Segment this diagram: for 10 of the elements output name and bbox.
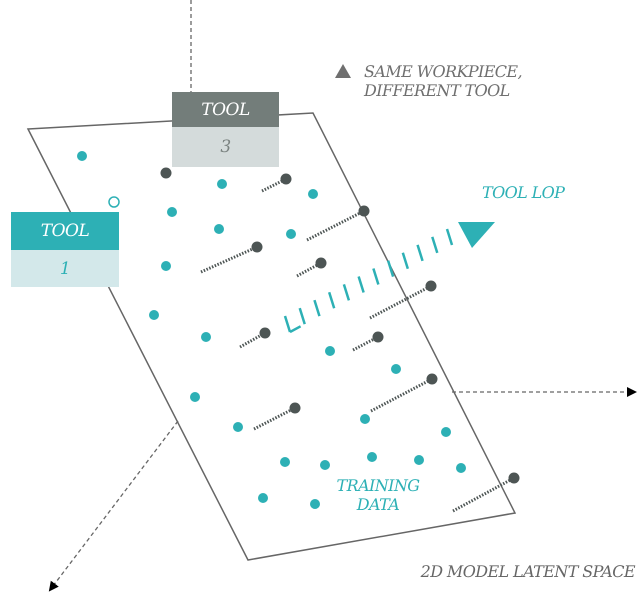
tool-number: 3 bbox=[220, 137, 231, 157]
legend-text: SAME WORKPIECE, DIFFERENT TOOL bbox=[364, 62, 524, 100]
tool-heading: TOOL bbox=[40, 221, 90, 241]
arrow-label: TOOL LOP bbox=[482, 183, 566, 202]
tool-heading: TOOL bbox=[201, 100, 250, 120]
tool-number: 1 bbox=[60, 258, 70, 278]
cluster-label: TRAINING DATA bbox=[336, 476, 420, 514]
tool-card bbox=[172, 92, 279, 167]
tool-card bbox=[11, 212, 119, 287]
plane-label: 2D MODEL LATENT SPACE bbox=[420, 562, 635, 582]
